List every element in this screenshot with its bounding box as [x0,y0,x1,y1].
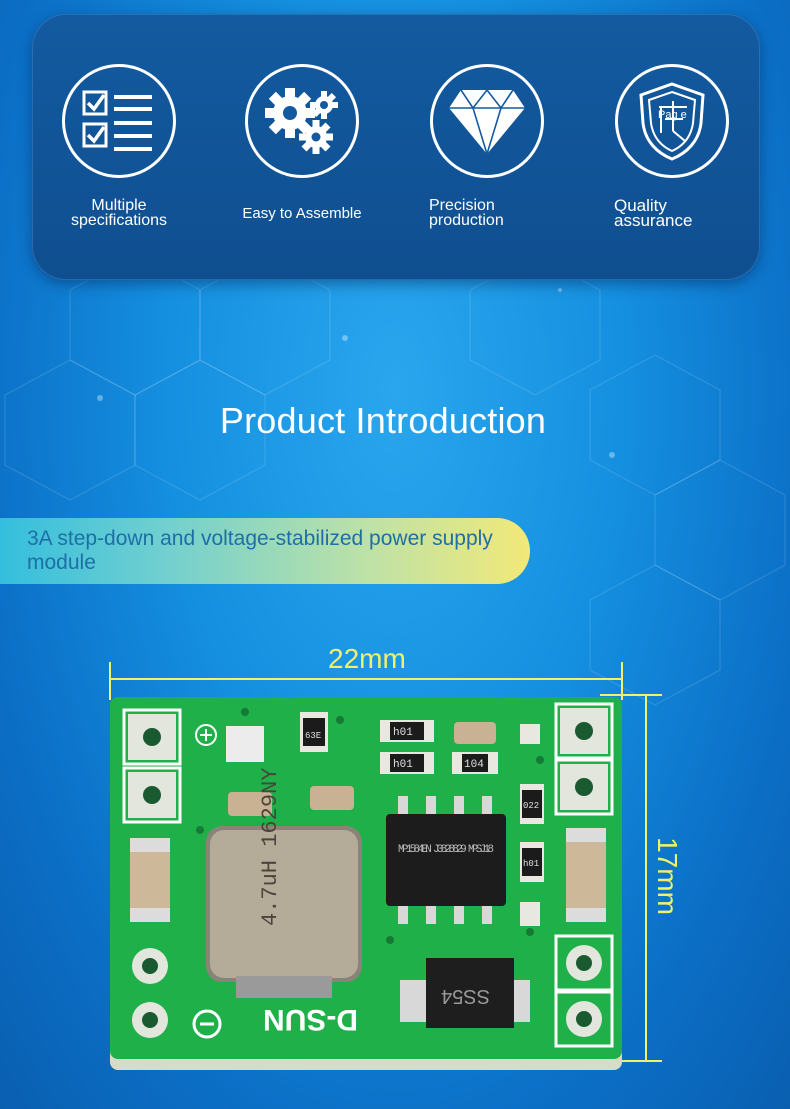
checklist-icon [82,90,152,151]
feature-icon-circle: Pag e [615,64,729,178]
feature-easy-to-assemble: Easy to Assemble [227,64,377,221]
resistor-code: h01 [393,727,413,739]
diode-marking: SS54 [441,985,490,1007]
feature-card: Multiple specifications [32,14,760,280]
resistor-code: h01 [523,859,539,869]
resistor-code: h01 [393,759,413,771]
shield-icon [639,82,705,161]
gears-icon [265,88,338,154]
resistor-code: 104 [464,759,484,771]
feature-label: Precision production [429,197,504,229]
feature-precision-production: Precision production [412,64,562,229]
product-introduction-title: Product Introduction [219,400,547,441]
feature-label: Easy to Assemble [242,205,362,222]
banner-text: 3A step-down and voltage-stabilized powe… [27,527,493,574]
width-dimension-label: 22mm [328,643,406,674]
resistor-code: 63E [305,731,321,741]
feature-icon-circle [245,64,359,178]
feature-multiple-specifications: Multiple specifications [44,64,194,229]
diamond-icon [449,88,525,156]
feature-quality-assurance: Pag e Quality assurance [597,64,747,230]
ic-marking: MP1584EN J3828829 MPSJ18 [398,844,494,856]
feature-icon-circle [62,64,176,178]
pcb-module-image: h01 h01 104 022 h01 63E 4.7uH 1629NY MP1… [109,662,662,1070]
silkscreen-text: D-SUN [263,1003,358,1036]
inductor-marking: 4.7uH 1629NY [258,768,283,926]
subtitle-banner: 3A step-down and voltage-stabilized powe… [0,518,530,584]
feature-icon-circle [430,64,544,178]
feature-label: Quality assurance [614,196,693,230]
shield-caption: Pag e [658,109,687,121]
resistor-code: 022 [523,801,539,811]
feature-label: Multiple specifications [70,197,168,229]
